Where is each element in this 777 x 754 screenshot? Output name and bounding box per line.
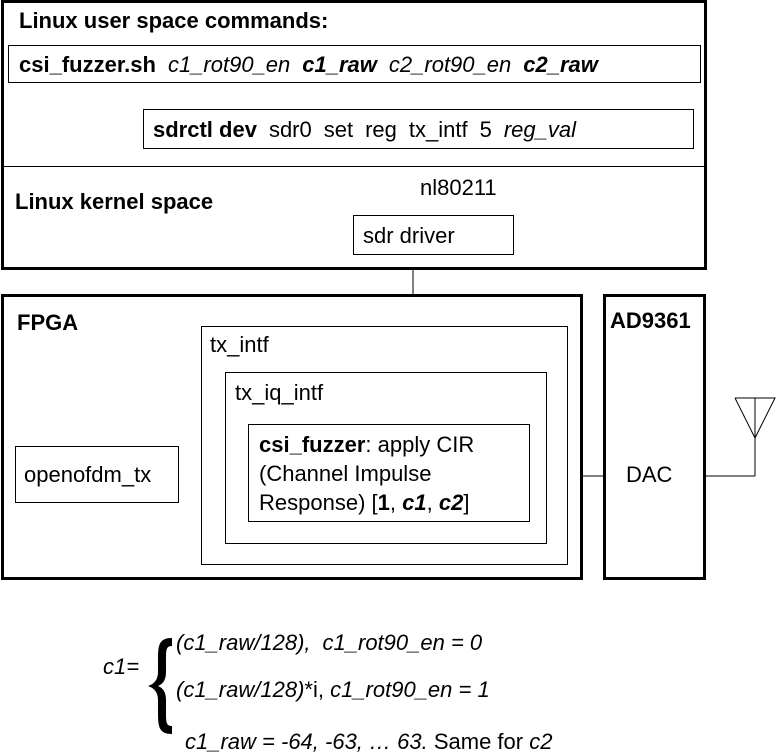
sdrctl-dev: sdr0 — [268, 117, 312, 142]
left-brace — [148, 638, 172, 734]
user-space-title: Linux user space commands: — [19, 8, 329, 33]
sdrctl-reg-index: 5 — [479, 117, 492, 142]
formula-range-note: Same for — [427, 729, 530, 754]
formula-case2-mult: *i, — [304, 677, 331, 702]
csi-fuzzer-coef-c2: c2 — [438, 490, 464, 515]
csi-fuzzer-line1: csi_fuzzer: apply CIR — [259, 434, 474, 456]
csi-fuzzer-line3-start: Response) [ — [259, 490, 378, 515]
formula-case-2: (c1_raw/128)*i, c1_rot90_en = 1 — [176, 679, 490, 701]
dac-label: DAC — [626, 462, 673, 487]
tx-iq-intf-label: tx_iq_intf — [235, 380, 324, 405]
fuzzer-command-box — [8, 45, 701, 83]
fuzzer-arg-c2-rot90-en: c2_rot90_en — [388, 52, 512, 77]
formula-case-1: (c1_raw/128), c1_rot90_en = 0 — [176, 632, 482, 654]
sdrctl-cmd: sdrctl dev — [153, 117, 257, 142]
nl80211-label: nl80211 — [420, 175, 497, 200]
fuzzer-arg-c2-raw: c2_raw — [523, 52, 598, 77]
csi-fuzzer-coef-c1: c1 — [402, 490, 427, 515]
formula-range-expr: c1_raw = -64, -63, … 63. — [185, 729, 428, 754]
fuzzer-arg-c1-raw: c1_raw — [302, 52, 377, 77]
fuzzer-arg-c1-rot90-en: c1_rot90_en — [167, 52, 291, 77]
tx-intf-label: tx_intf — [210, 332, 269, 357]
ad9361-title: AD9361 — [610, 308, 691, 333]
csi-fuzzer-sep1: , — [389, 490, 403, 515]
sdrctl-set: set — [323, 117, 354, 142]
openofdm-tx-label: openofdm_tx — [24, 462, 152, 487]
formula-range-tail: c2 — [529, 729, 553, 754]
csi-fuzzer-box — [248, 424, 530, 522]
csi-fuzzer-name: csi_fuzzer — [259, 432, 366, 457]
sdrctl-reg: reg — [365, 117, 397, 142]
fuzzer-command: csi_fuzzer.sh c1_rot90_en c1_raw c2_rot90_e… — [19, 54, 598, 76]
kernel-divider — [3, 166, 705, 167]
fpga-title: FPGA — [17, 310, 79, 335]
csi-fuzzer-line3: Response) [1, c1, c2] — [259, 492, 469, 514]
csi-fuzzer-coef-1: 1 — [377, 490, 390, 515]
csi-fuzzer-desc: : apply CIR — [365, 432, 475, 457]
sdrctl-target: tx_intf — [408, 117, 468, 142]
sdr-driver-box — [353, 215, 514, 255]
antenna-icon — [734, 397, 776, 440]
ad9361-box — [603, 294, 706, 580]
csi-fuzzer-sep2: , — [426, 490, 439, 515]
formula-case2-cond: c1_rot90_en = 1 — [330, 677, 490, 702]
csi-fuzzer-line3-end: ] — [463, 490, 470, 515]
formula-case1-expr: (c1_raw/128), — [176, 630, 311, 655]
kernel-space-title: Linux kernel space — [15, 189, 214, 214]
formula-case2-expr: (c1_raw/128) — [176, 677, 305, 702]
openofdm-tx-box — [15, 446, 179, 503]
sdr-driver-label: sdr driver — [363, 223, 455, 248]
csi-fuzzer-line2: (Channel Impulse — [259, 461, 432, 486]
formula-range: c1_raw = -64, -63, … 63. Same for c2 — [185, 731, 552, 753]
sdrctl-command-box — [143, 109, 694, 149]
sdrctl-reg-val: reg_val — [503, 117, 576, 142]
formula-lhs: c1= — [103, 654, 140, 679]
formula-case1-cond: c1_rot90_en = 0 — [322, 630, 483, 655]
fuzzer-script-name: csi_fuzzer.sh — [19, 52, 156, 77]
